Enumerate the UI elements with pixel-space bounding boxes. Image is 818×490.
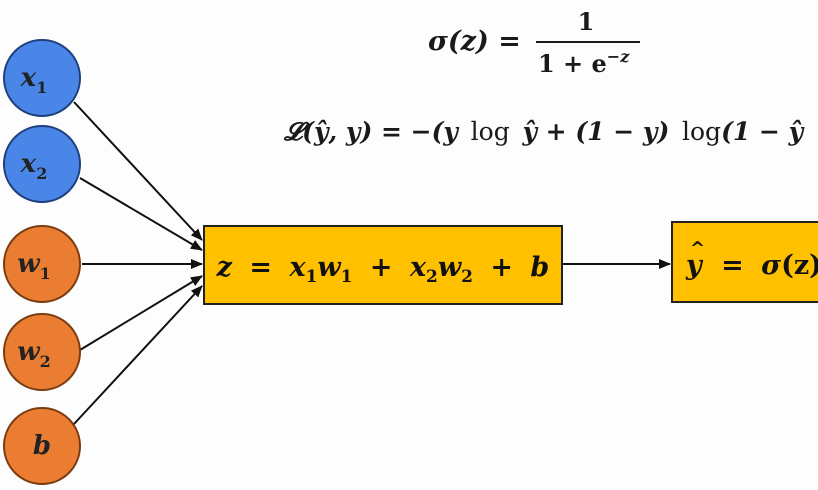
y-hat-accent: ^ — [690, 238, 705, 259]
node-x1 — [3, 39, 81, 117]
arrow-w2 — [79, 275, 203, 351]
node-w1 — [3, 225, 81, 303]
node-w2-label: w2 — [17, 337, 51, 371]
node-b-label: b — [33, 431, 51, 461]
svg-text:𝓛(ŷ, y) = −(y log: 𝓛(ŷ, y) = −(y log ŷ + (1 − y) log(1 − ŷ — [283, 117, 805, 146]
y-hat: y — [685, 250, 704, 281]
node-x1-label: x1 — [20, 63, 48, 97]
node-x2 — [3, 125, 81, 203]
arrow-b — [73, 285, 203, 425]
linear-combination-box — [203, 225, 563, 305]
linear-combination-text: z = x1w1 + x2w2 + b — [216, 252, 550, 289]
activation-box — [671, 221, 818, 303]
node-b — [3, 407, 81, 485]
input-nodes: x1 x2 w1 w2 b — [3, 39, 81, 485]
loss-equation: 𝓛(ŷ, y) = −(y log ŷ + (1 − y) log(1 − ŷ — [283, 117, 805, 146]
sigmoid-numerator: 1 — [578, 7, 595, 36]
node-x2-label: x2 — [20, 149, 48, 183]
arrow-x2 — [79, 177, 203, 251]
svg-text:σ(z) =: σ(z) = — [428, 26, 521, 57]
activation-text: y = σ(z) — [685, 250, 818, 281]
arrow-x1 — [73, 101, 203, 241]
sigmoid-equation: σ(z) = 1 1 + e−z — [428, 7, 640, 78]
sigmoid-denominator: 1 + e−z — [538, 47, 630, 78]
input-arrows — [73, 101, 203, 425]
node-w1-label: w1 — [17, 249, 51, 283]
node-w2 — [3, 313, 81, 391]
